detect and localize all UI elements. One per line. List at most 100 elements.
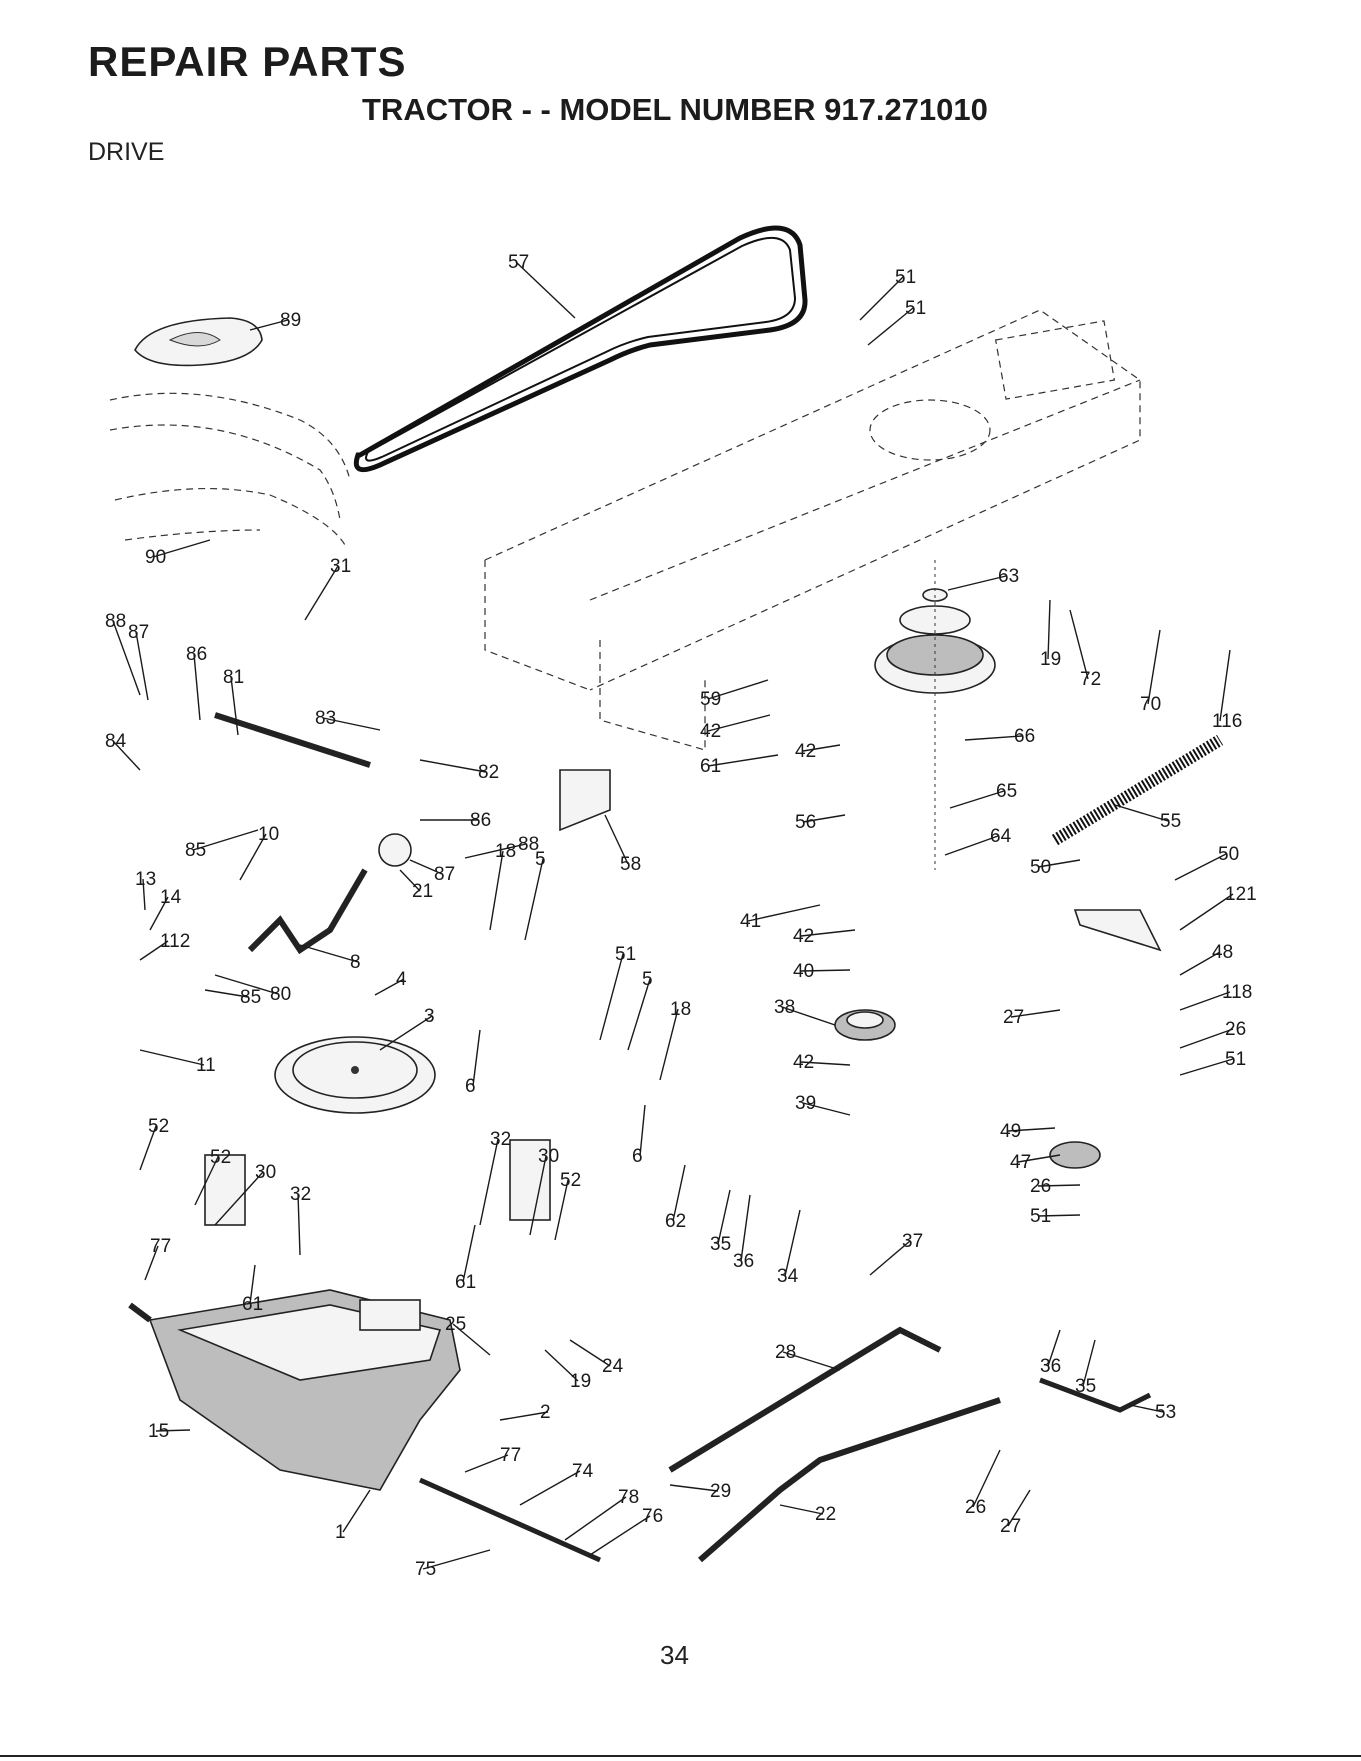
callout-37: 37 bbox=[869, 1231, 923, 1276]
callout-59: 59 bbox=[700, 679, 769, 710]
leader-line bbox=[802, 1102, 851, 1116]
callout-77: 77 bbox=[464, 1445, 521, 1473]
callout-6: 6 bbox=[465, 1029, 481, 1097]
callout-22: 22 bbox=[779, 1504, 836, 1525]
callout-label: 19 bbox=[570, 1371, 591, 1392]
callout-label: 86 bbox=[470, 810, 491, 831]
callout-label: 40 bbox=[793, 961, 814, 982]
callout-label: 36 bbox=[1040, 1356, 1061, 1377]
callout-label: 51 bbox=[895, 267, 916, 288]
leader-line bbox=[214, 1171, 264, 1226]
leader-line bbox=[564, 1496, 627, 1541]
leader-line bbox=[544, 1349, 579, 1382]
leader-line bbox=[869, 1240, 911, 1276]
callout-51: 51 bbox=[599, 944, 636, 1041]
leader-line bbox=[149, 896, 169, 931]
leader-line bbox=[669, 1484, 719, 1492]
callout-57: 57 bbox=[508, 252, 576, 319]
leader-line bbox=[1179, 1058, 1234, 1076]
callout-label: 1 bbox=[335, 1522, 346, 1543]
callout-label: 50 bbox=[1218, 844, 1239, 865]
callout-label: 74 bbox=[572, 1461, 594, 1482]
callout-label: 90 bbox=[145, 547, 166, 568]
engine-pulley bbox=[874, 560, 996, 870]
drive-belt bbox=[353, 225, 808, 473]
leader-line bbox=[519, 1470, 581, 1506]
leader-line bbox=[192, 829, 259, 851]
callout-label: 47 bbox=[1010, 1152, 1031, 1173]
leader-line bbox=[499, 1411, 549, 1421]
leader-line bbox=[204, 989, 249, 998]
leader-line bbox=[1037, 859, 1081, 868]
callout-label: 62 bbox=[665, 1211, 686, 1232]
callout-label: 13 bbox=[135, 869, 156, 890]
callout-label: 88 bbox=[518, 834, 539, 855]
leader-line bbox=[489, 850, 504, 931]
leader-line bbox=[374, 978, 405, 996]
leader-line bbox=[800, 1061, 851, 1066]
callout-47: 47 bbox=[1010, 1152, 1061, 1173]
callout-56: 56 bbox=[795, 812, 846, 833]
leader-line bbox=[1037, 1184, 1081, 1187]
callout-26: 26 bbox=[965, 1449, 1001, 1518]
callout-label: 51 bbox=[615, 944, 636, 965]
callout-49: 49 bbox=[1000, 1121, 1056, 1142]
leader-line bbox=[627, 978, 651, 1051]
callout-label: 88 bbox=[105, 611, 126, 632]
leader-line bbox=[779, 1504, 824, 1515]
callout-118: 118 bbox=[1179, 982, 1252, 1011]
leader-line bbox=[859, 276, 904, 321]
leader-line bbox=[1017, 1154, 1061, 1163]
leader-line bbox=[452, 1323, 491, 1356]
leader-line bbox=[409, 859, 443, 875]
callout-42: 42 bbox=[795, 741, 841, 762]
callout-label: 39 bbox=[795, 1093, 816, 1114]
fender-outline bbox=[109, 392, 351, 546]
callout-label: 30 bbox=[538, 1146, 559, 1167]
callout-label: 27 bbox=[1003, 1007, 1024, 1028]
callout-87: 87 bbox=[128, 622, 149, 701]
callout-label: 85 bbox=[240, 987, 261, 1008]
page-title: REPAIR PARTS bbox=[88, 38, 407, 85]
leader-line bbox=[947, 575, 1007, 591]
leader-line bbox=[781, 1006, 836, 1026]
callout-30: 30 bbox=[529, 1146, 559, 1236]
leader-line bbox=[1047, 1329, 1061, 1367]
callout-label: 32 bbox=[290, 1184, 311, 1205]
leader-line bbox=[152, 539, 211, 558]
leader-line bbox=[297, 1193, 301, 1256]
callout-116: 116 bbox=[1212, 649, 1242, 732]
leader-line bbox=[112, 740, 141, 771]
callout-label: 28 bbox=[775, 1342, 796, 1363]
callout-label: 64 bbox=[990, 826, 1012, 847]
leader-line bbox=[472, 1029, 481, 1087]
leader-line bbox=[419, 759, 487, 773]
leader-line bbox=[800, 969, 851, 972]
leader-line bbox=[194, 1156, 219, 1206]
callout-53: 53 bbox=[1129, 1402, 1176, 1423]
callout-11: 11 bbox=[139, 1049, 216, 1076]
callout-label: 55 bbox=[1160, 811, 1181, 832]
callout-51: 51 bbox=[1030, 1206, 1081, 1227]
callout-89: 89 bbox=[249, 310, 301, 331]
callout-label: 66 bbox=[1014, 726, 1035, 747]
leader-line bbox=[304, 565, 339, 621]
callout-label: 52 bbox=[560, 1170, 581, 1191]
callout-26: 26 bbox=[1030, 1176, 1081, 1197]
callout-88: 88 bbox=[464, 834, 539, 859]
leader-line bbox=[144, 1245, 159, 1281]
callout-label: 31 bbox=[330, 556, 351, 577]
leader-line bbox=[672, 1164, 686, 1222]
callout-61: 61 bbox=[242, 1264, 263, 1315]
leader-line bbox=[707, 754, 779, 767]
leader-line bbox=[569, 1339, 611, 1367]
callout-label: 25 bbox=[445, 1314, 466, 1335]
callout-label: 86 bbox=[186, 644, 207, 665]
leader-line bbox=[1179, 893, 1234, 931]
callout-35: 35 bbox=[1075, 1339, 1096, 1397]
leader-line bbox=[972, 1449, 1001, 1508]
leader-line bbox=[1047, 599, 1051, 660]
leader-line bbox=[1037, 1214, 1081, 1217]
callout-29: 29 bbox=[669, 1481, 731, 1502]
